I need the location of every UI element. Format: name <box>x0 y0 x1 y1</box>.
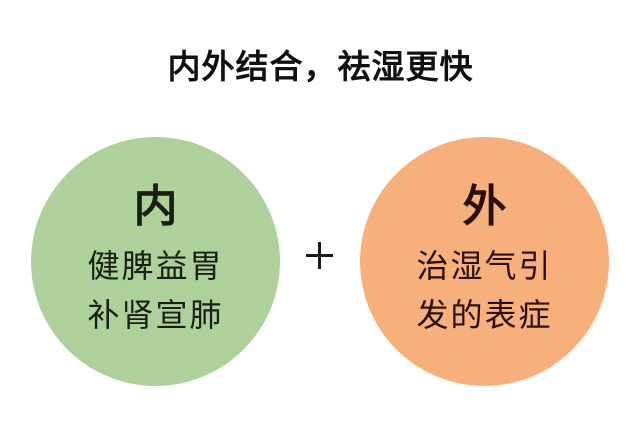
plus-icon-vertical-bar <box>318 242 321 269</box>
page-title: 内外结合，祛湿更快 <box>167 47 474 86</box>
inner-circle: 内 健脾益胃 补肾宣肺 <box>31 137 280 386</box>
inner-heading: 内 <box>133 181 178 232</box>
plus-icon <box>306 242 333 269</box>
outer-line-1: 治湿气引 <box>416 247 553 285</box>
outer-line-2: 发的表症 <box>416 296 553 334</box>
outer-circle: 外 治湿气引 发的表症 <box>360 137 609 386</box>
inner-line-1: 健脾益胃 <box>87 247 224 285</box>
outer-heading: 外 <box>462 181 507 232</box>
inner-line-2: 补肾宣肺 <box>87 296 224 334</box>
